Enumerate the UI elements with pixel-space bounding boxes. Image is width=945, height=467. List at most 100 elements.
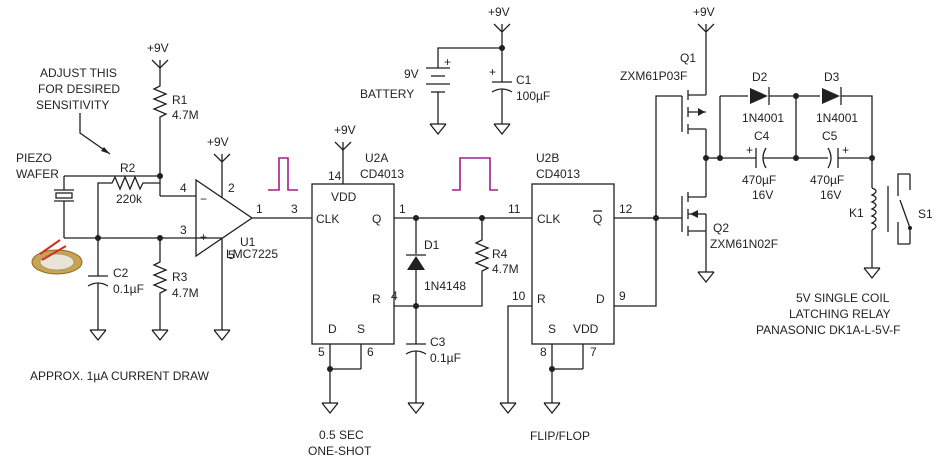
s1-ref: S1 [918, 207, 933, 221]
c5-capacitor [796, 147, 872, 169]
u2a-label-clk: CLK [316, 212, 339, 226]
u2a-pin-d: 5 [318, 345, 325, 359]
q1-ref: Q1 [680, 51, 696, 65]
u2b-label-d: D [596, 292, 605, 306]
battery-label-line2: BATTERY [360, 87, 414, 101]
d3-diode [822, 87, 842, 105]
piezo-disc-icon [31, 239, 83, 275]
u2b-label-clk: CLK [537, 212, 560, 226]
u2b-part: CD4013 [536, 167, 580, 181]
r1-ref: R1 [172, 93, 188, 107]
r2-resistor [97, 175, 160, 238]
r2-ref: R2 [120, 161, 136, 175]
current-draw-note: APPROX. 1µA CURRENT DRAW [30, 369, 210, 383]
q1-part: ZXM61P03F [620, 69, 687, 83]
u2b-pin-qbar: 12 [619, 202, 633, 216]
u1-pin-out: 1 [256, 202, 263, 216]
c1-ref: C1 [516, 73, 532, 87]
c1-value: 100µF [516, 89, 550, 103]
c5-value: 470µF [810, 173, 844, 187]
u2a-pin-r: 4 [391, 289, 398, 303]
c2-capacitor [87, 238, 109, 342]
u2a-label-r: R [372, 292, 381, 306]
r2-value: 220k [116, 192, 143, 206]
c5-voltage: 16V [820, 188, 841, 202]
u1-minus-sign: − [200, 192, 207, 206]
d1-diode [406, 218, 426, 306]
r1-resistor [152, 60, 168, 176]
c3-ref: C3 [430, 335, 446, 349]
c4-value: 470µF [742, 173, 776, 187]
d3-part: 1N4001 [816, 111, 858, 125]
u2a-chip [311, 183, 395, 345]
u2a-label-s: S [357, 322, 365, 336]
u1-plus-sign: + [200, 230, 207, 244]
supply-label-battery: +9V [488, 5, 510, 19]
c4-ref: C4 [754, 129, 770, 143]
u2a-pin-q: 1 [399, 202, 406, 216]
c3-capacitor [405, 306, 427, 415]
supply-label-r1: +9V [147, 41, 169, 55]
supply-label-u2a: +9V [334, 123, 356, 137]
u1-opamp [195, 178, 254, 258]
flip-flop-label: FLIP/FLOP [530, 429, 590, 443]
pulse-waveform-icon-1 [268, 157, 298, 191]
piezo-label-line2: WAFER [16, 167, 59, 181]
relay-desc-line3: PANASONIC DK1A-L-5V-F [756, 323, 900, 337]
u2b-pin-s: 8 [540, 345, 547, 359]
c4-voltage: 16V [752, 188, 773, 202]
u2b-label-qbar: Q [593, 212, 602, 226]
d1-part: 1N4148 [424, 279, 466, 293]
u1-pin-gnd: 5 [228, 248, 235, 262]
c3-value: 0.1µF [430, 351, 461, 365]
u2b-pin-clk: 11 [508, 202, 521, 216]
one-shot-line2: ONE-SHOT [308, 444, 372, 458]
r3-resistor [151, 238, 169, 342]
d2-diode [750, 87, 770, 105]
relay-desc-line2: LATCHING RELAY [789, 307, 891, 321]
r4-value: 4.7M [492, 262, 519, 276]
adjust-note-line2: FOR DESIRED [38, 82, 120, 96]
u2a-label-d: D [328, 322, 337, 336]
u2a-label-vdd: VDD [331, 190, 357, 204]
d2-ref: D2 [752, 70, 768, 84]
piezo-label-line1: PIEZO [16, 151, 52, 165]
q2-mosfet [681, 158, 715, 284]
r4-resistor [416, 218, 490, 307]
u1-pin-vdd: 2 [228, 181, 235, 195]
r4-ref: R4 [492, 247, 508, 261]
piezo-crystal-symbol [54, 175, 160, 212]
q1-mosfet [681, 24, 707, 158]
u1-pin-in-plus: 3 [180, 223, 187, 237]
battery-label-line1: 9V [404, 67, 419, 81]
u2b-label-vdd: VDD [573, 322, 599, 336]
u1-pin-in-minus: 4 [180, 181, 187, 195]
c4-plus: + [746, 143, 753, 157]
u2b-label-r: R [537, 292, 546, 306]
supply-label-u1: +9V [207, 135, 229, 149]
adjust-note-leader [79, 113, 111, 155]
one-shot-line1: 0.5 SEC [319, 428, 364, 442]
d3-ref: D3 [824, 70, 840, 84]
battery-plus: + [444, 55, 451, 69]
u2b-chip [531, 183, 615, 345]
adjust-note-line1: ADJUST THIS [40, 66, 117, 80]
s1-switch [897, 173, 912, 245]
k1-relay-coil [863, 158, 889, 280]
d1-ref: D1 [424, 238, 440, 252]
u2a-pin-vdd: 14 [328, 169, 342, 183]
r3-ref: R3 [172, 270, 188, 284]
u2b-pin-vdd: 7 [590, 345, 597, 359]
r1-value: 4.7M [172, 108, 199, 122]
k1-ref: K1 [849, 206, 864, 220]
c2-ref: C2 [113, 266, 129, 280]
d2-part: 1N4001 [742, 111, 784, 125]
u2a-pin-clk: 3 [291, 202, 298, 216]
battery-symbol [426, 62, 450, 136]
adjust-note-line3: SENSITIVITY [36, 98, 109, 112]
c4-capacitor [720, 147, 796, 169]
c1-plus: + [489, 65, 496, 79]
r3-value: 4.7M [172, 286, 199, 300]
